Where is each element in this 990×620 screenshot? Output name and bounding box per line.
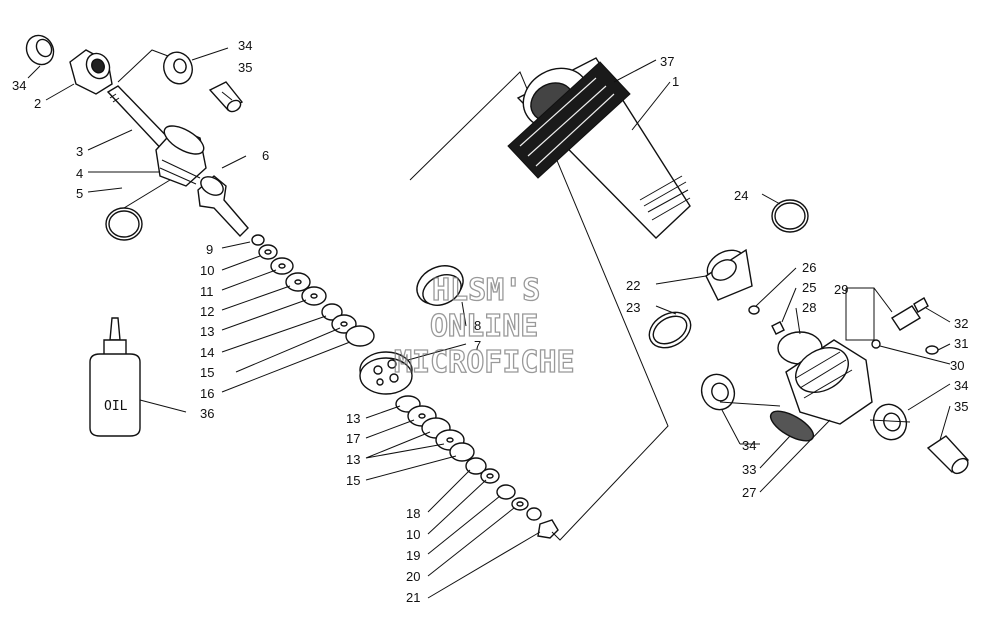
- retaining-ring-23: [648, 311, 692, 349]
- callout-10: 10: [200, 263, 214, 278]
- callout-17: 17: [346, 431, 360, 446]
- callout-9: 9: [206, 242, 213, 257]
- callout-31: 31: [954, 336, 968, 351]
- callout-20: 20: [406, 569, 420, 584]
- callout-18: 18: [406, 506, 420, 521]
- callout-24: 24: [734, 188, 748, 203]
- callout-13: 13: [346, 411, 360, 426]
- bushing-34-right-a: [700, 373, 736, 411]
- callout-35: 35: [954, 399, 968, 414]
- callout-3: 3: [76, 144, 83, 159]
- decal-37: [507, 61, 631, 179]
- valve-29-32: [871, 297, 939, 355]
- seal-head-4: [155, 125, 207, 187]
- oring-24: [771, 199, 809, 233]
- callout-16: 16: [200, 386, 214, 401]
- callout-6: 6: [262, 148, 269, 163]
- callout-36: 36: [200, 406, 214, 421]
- watermark: HLSM'S ONLINE MICROFICHE: [393, 272, 575, 380]
- shim-stack-upper: [251, 234, 375, 347]
- callout-34: 34: [12, 78, 26, 93]
- piston-ring-8: [416, 265, 464, 306]
- callout-27: 27: [742, 485, 756, 500]
- callout-34: 34: [954, 378, 968, 393]
- sleeve-35-right: [926, 435, 970, 475]
- callout-29: 29: [834, 282, 848, 297]
- watermark-line-2: ONLINE: [430, 309, 538, 344]
- callout-34: 34: [238, 38, 252, 53]
- oring-5: [105, 207, 143, 241]
- callout-4: 4: [76, 166, 83, 181]
- callout-19: 19: [406, 548, 420, 563]
- callout-32: 32: [954, 316, 968, 331]
- callout-8: 8: [474, 318, 481, 333]
- oil-label: OIL: [104, 399, 128, 414]
- callout-25: 25: [802, 280, 816, 295]
- sleeve-35-top: [208, 81, 244, 113]
- callout-13: 13: [200, 324, 214, 339]
- callout-2: 2: [34, 96, 41, 111]
- bushing-34-top: [163, 51, 193, 85]
- piston-7: [359, 351, 413, 395]
- callout-15: 15: [200, 365, 214, 380]
- watermark-line-1: HLSM'S: [432, 273, 540, 308]
- callout-7: 7: [474, 338, 481, 353]
- leader-lines: [27, 47, 951, 599]
- callout-1: 1: [672, 74, 679, 89]
- top-bushing-34: [25, 34, 55, 66]
- oil-bottle-36: OIL: [89, 317, 141, 437]
- cap-22: [705, 248, 753, 301]
- watermark-line-3: MICROFICHE: [394, 345, 575, 380]
- explode-bracket: [409, 71, 669, 541]
- callout-30: 30: [950, 358, 964, 373]
- callout-26: 26: [802, 260, 816, 275]
- callout-28: 28: [802, 300, 816, 315]
- callout-33: 33: [742, 462, 756, 477]
- callout-13: 13: [346, 452, 360, 467]
- callout-23: 23: [626, 300, 640, 315]
- callout-10: 10: [406, 527, 420, 542]
- callout-21: 21: [406, 590, 420, 605]
- callout-34: 34: [742, 438, 756, 453]
- callout-5: 5: [76, 186, 83, 201]
- reservoir-27: [785, 339, 873, 425]
- callout-22: 22: [626, 278, 640, 293]
- bushing-34-right-b: [872, 403, 908, 441]
- callout-35: 35: [238, 60, 252, 75]
- callout-11: 11: [200, 284, 214, 299]
- piston-rod-6: [197, 175, 249, 238]
- small-parts-25-26: [748, 305, 785, 335]
- callout-12: 12: [200, 304, 214, 319]
- callout-15: 15: [346, 473, 360, 488]
- callout-37: 37: [660, 54, 674, 69]
- eyelet-2: [69, 49, 113, 95]
- callout-labels: 34 35 34 2 3 4 5 6 9 10 11 12 13 14 15 1…: [12, 38, 968, 605]
- callout-14: 14: [200, 345, 214, 360]
